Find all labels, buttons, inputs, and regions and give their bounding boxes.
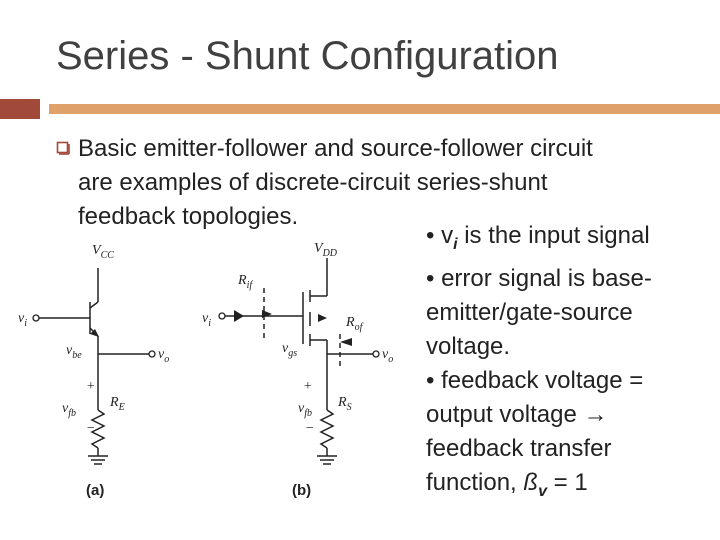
note-output-voltage: output voltage → [426, 400, 608, 428]
title-accent-bar-right [49, 104, 720, 114]
circuit-b-rs-label: RS [337, 395, 352, 413]
circuit-diagrams: VCC vi vbe vo + vfb RE − (a) VDD Rif vi … [18, 241, 393, 499]
note-error-signal-end: voltage. [426, 332, 511, 360]
title-accent-bar-left [0, 99, 40, 119]
note-error-signal-cont: emitter/gate-source [426, 298, 633, 326]
note-error-signal: • error signal is base- [426, 264, 652, 292]
circuit-b-plus-label: + [303, 379, 312, 394]
note-feedback-voltage: • feedback voltage = [426, 366, 644, 394]
hollow-square-bullet-icon [56, 141, 70, 155]
circuit-a-minus-label: − [86, 421, 95, 436]
note-input-signal: • vi is the input signal [426, 222, 650, 253]
circuit-b-vi-label: vi [202, 311, 211, 329]
circuit-a-vcc-label: VCC [92, 243, 114, 261]
circuit-a-caption: (a) [86, 482, 104, 499]
circuit-b-minus-label: − [305, 421, 314, 436]
circuit-b-rof-label: Rof [345, 315, 364, 333]
circuit-b-vfb-label: vfb [298, 401, 312, 419]
bullet-text-line-3: feedback topologies. [78, 203, 299, 230]
circuit-b-vo-label: vo [382, 347, 393, 365]
circuit-a-vfb-label: vfb [62, 401, 76, 419]
circuit-a-re-label: RE [109, 395, 125, 413]
circuit-a-plus-label: + [86, 379, 95, 394]
circuit-a-vo-label: vo [158, 347, 169, 365]
note-transfer: feedback transfer [426, 434, 612, 462]
circuit-a-vi-label: vi [18, 311, 27, 329]
bullet-text-line-1: Basic emitter-follower and source-follow… [78, 135, 593, 162]
circuit-a-vbe-label: vbe [66, 343, 82, 361]
bullet-text: Basic emitter-follower and source-follow… [78, 132, 698, 234]
slide-title: Series - Shunt Configuration [56, 34, 559, 78]
bullet-text-line-2: are examples of discrete-circuit series-… [78, 169, 548, 196]
notes-panel: • vi is the input signal • error signal … [426, 219, 718, 509]
circuit-b-rif-label: Rif [237, 273, 253, 291]
right-arrow-icon: → [583, 400, 608, 428]
circuit-b-vdd-label: VDD [314, 241, 338, 259]
circuit-b-vgs-label: vgs [282, 341, 297, 359]
circuit-b-caption: (b) [292, 482, 311, 499]
note-transfer-function: function, ßv = 1 [426, 468, 588, 500]
